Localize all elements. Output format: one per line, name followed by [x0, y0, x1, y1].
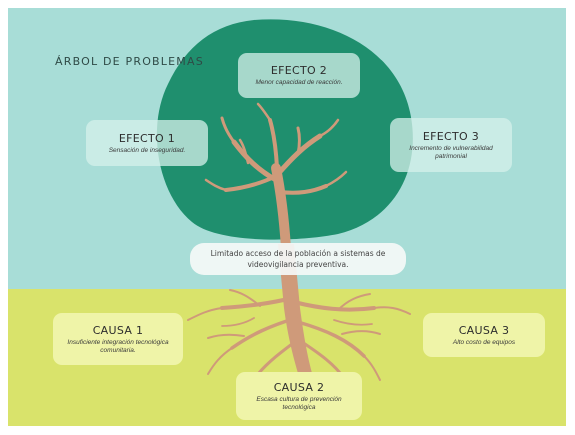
cause-1-box: CAUSA 1 Insuficiente integración tecnoló… [53, 313, 183, 365]
cause-3-text: Alto costo de equipos [452, 338, 516, 346]
effect-1-text: Sensación de inseguridad. [108, 146, 186, 154]
central-problem-text: Limitado acceso de la población a sistem… [210, 249, 386, 269]
tree-roots [187, 289, 411, 381]
cause-2-label: CAUSA 2 [273, 380, 325, 394]
effect-2-text: Menor capacidad de reacción. [255, 79, 343, 86]
tree-branches [204, 102, 348, 253]
problem-tree-diagram: ÁRBOL DE PROBLEMAS EFECTO 2 Menor capaci… [8, 8, 566, 426]
cause-2-text: Escasa cultura de prevención tecnológica [256, 395, 342, 411]
effect-3-text: Incremento de vulnerabilidad patrimonial [409, 144, 493, 160]
effect-3-label: EFECTO 3 [422, 129, 480, 143]
effect-2-label: EFECTO 2 [270, 64, 328, 77]
effect-3-box: EFECTO 3 Incremento de vulnerabilidad pa… [390, 118, 512, 172]
diagram-title: ÁRBOL DE PROBLEMAS [55, 55, 204, 68]
tree-trunk [278, 244, 314, 380]
cause-3-label: CAUSA 3 [458, 323, 510, 337]
cause-3-box: CAUSA 3 Alto costo de equipos [423, 313, 545, 357]
cause-2-box: CAUSA 2 Escasa cultura de prevención tec… [236, 372, 362, 420]
effect-2-box: EFECTO 2 Menor capacidad de reacción. [238, 53, 360, 98]
effect-1-box: EFECTO 1 Sensación de inseguridad. [86, 120, 208, 166]
central-problem-box: Limitado acceso de la población a sistem… [190, 243, 406, 275]
effect-1-label: EFECTO 1 [118, 131, 176, 145]
cause-1-label: CAUSA 1 [92, 323, 144, 337]
cause-1-text: Insuficiente integración tecnológica com… [67, 338, 169, 354]
